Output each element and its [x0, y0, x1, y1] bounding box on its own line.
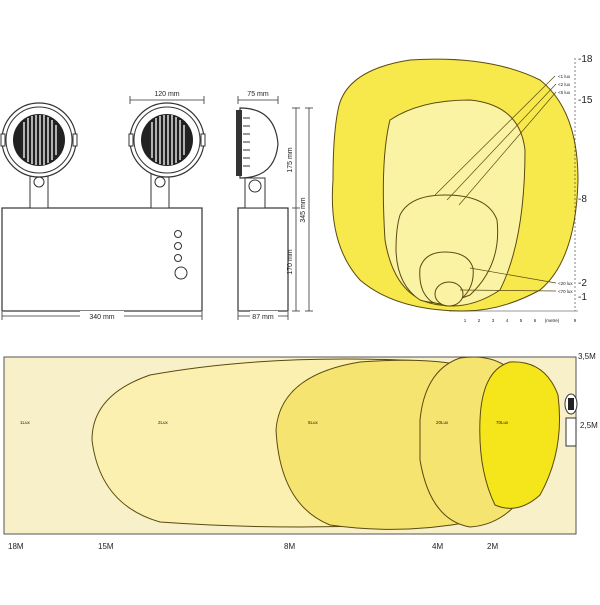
meter-tick: 5 [520, 318, 523, 323]
meter-tick: 4 [506, 318, 509, 323]
side-view: 75 mm 87 mm 175 mm 170 mm 345 mm [236, 91, 313, 321]
side-body [237, 207, 289, 312]
iso-label: <1 lux [558, 74, 571, 79]
polar-isolux-chart: <1 lux <2 lux <5 lux <20 lux <70 lux -18… [331, 54, 593, 323]
head-height-label: 175 mm [287, 147, 294, 172]
beam-distance-chart: 1Lux 2Lux 5Lux 20Lux 70Lux 3,5M 2,5M 18M… [3, 352, 598, 551]
zone-label: 5Lux [308, 420, 319, 425]
indicator-led-icon [174, 242, 182, 250]
distance-label: 15M [98, 542, 114, 551]
scale-label: -2 [578, 278, 587, 289]
body-width-label: 340 mm [89, 314, 114, 321]
meter-tick: (metre) [545, 318, 560, 323]
scale-label: -1 [578, 292, 587, 303]
iso-label: <20 lux [558, 281, 573, 286]
lamp-head-right [128, 102, 206, 209]
head-width-label: 120 mm [154, 91, 179, 98]
front-view: 120 mm 340 mm [0, 91, 206, 321]
meter-tick: 6 [534, 318, 537, 323]
test-button-icon [174, 266, 188, 280]
distance-label: 8M [284, 542, 295, 551]
iso-label: <5 lux [558, 90, 571, 95]
distance-label: 4M [432, 542, 443, 551]
zone-label: 2Lux [158, 420, 169, 425]
head-depth-label: 75 mm [247, 91, 269, 98]
scale-label: -8 [578, 194, 587, 205]
height-label: 2,5M [580, 421, 598, 430]
zone-label: 20Lux [436, 420, 449, 425]
lamp-head-left [0, 102, 78, 209]
iso-label: <2 lux [558, 82, 571, 87]
meter-tick: 2 [478, 318, 481, 323]
body-depth-label: 87 mm [252, 314, 274, 321]
body-height-label: 170 mm [287, 249, 294, 274]
scale-label: -18 [578, 54, 593, 65]
front-body [1, 207, 203, 312]
isolux-70-contour [434, 281, 464, 307]
distance-label: 18M [8, 542, 24, 551]
distance-label: 2M [487, 542, 498, 551]
wall-luminaire-icon [564, 393, 578, 447]
beam-zone-70lux [479, 361, 560, 509]
meter-tick: 3 [492, 318, 495, 323]
indicator-led-icon [174, 254, 182, 262]
meter-tick: 1 [464, 318, 467, 323]
zone-label: 1Lux [20, 420, 31, 425]
meter-tick: 9 [574, 318, 577, 323]
scale-label: -15 [578, 95, 593, 106]
height-label: 3,5M [578, 352, 596, 361]
iso-label: <70 lux [558, 289, 573, 294]
zone-label: 70Lux [496, 420, 509, 425]
total-height-label: 345 mm [300, 197, 307, 222]
indicator-led-icon [174, 230, 182, 238]
